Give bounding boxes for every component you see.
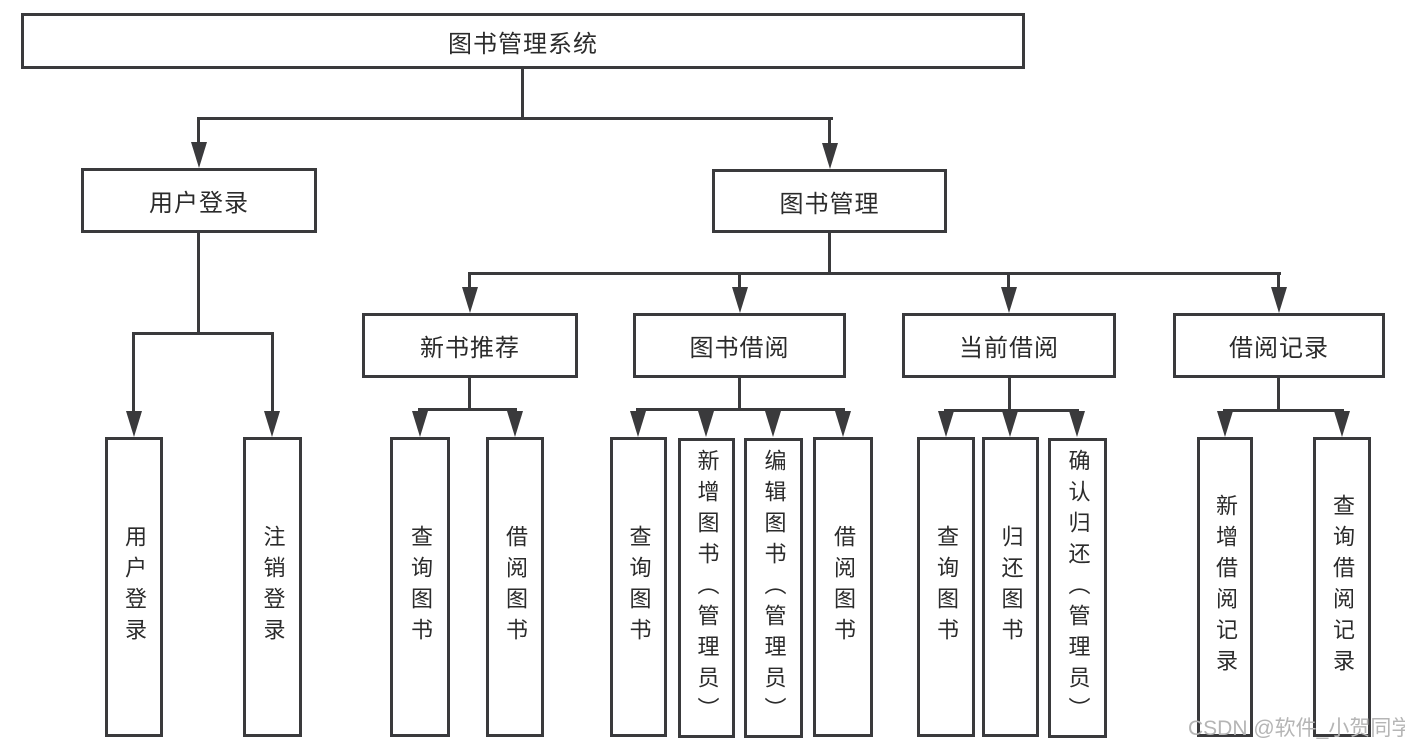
arrow-down-icon [1334,411,1350,437]
connector-line [1277,378,1280,412]
connector-line [197,117,833,120]
arrow-down-icon [1001,287,1017,313]
arrow-down-icon [1217,411,1233,437]
connector-line [944,409,1079,412]
arrow-down-icon [765,411,781,437]
leaf-borrow-edit-books-admin: 编辑图书（管理员） [744,438,803,738]
leaf-label: 编辑图书（管理员） [761,448,787,728]
connector-line [1007,272,1010,289]
leaf-newbook-borrow-books: 借阅图书 [486,437,544,737]
connector-line [636,408,845,411]
connector-line [468,272,1281,275]
leaf-borrow-add-books-admin: 新增图书（管理员） [678,438,735,738]
arrow-down-icon [462,287,478,313]
leaf-label: 归还图书 [998,525,1024,649]
connector-line [468,378,471,411]
connector-line [828,233,831,275]
leaf-borrow-borrow-books: 借阅图书 [813,437,873,737]
arrow-down-icon [507,411,523,437]
leaf-label: 新增借阅记录 [1213,494,1238,680]
leaf-records-add-record: 新增借阅记录 [1197,437,1253,737]
leaf-label: 确认归还（管理员） [1065,448,1091,728]
arrow-down-icon [732,287,748,313]
connector-line [1277,272,1280,289]
watermark-text: CSDN @软件_小贺同学 [1188,717,1405,740]
connector-line [271,332,274,413]
connector-line [132,332,274,335]
leaf-label: 用户登录 [122,525,147,649]
leaf-label: 查询图书 [408,525,433,649]
node-user-login: 用户登录 [81,168,317,233]
leaf-label: 借阅图书 [831,525,856,649]
leaf-newbook-query-books: 查询图书 [390,437,450,737]
leaf-label: 注销登录 [260,525,286,649]
node-book-management: 图书管理 [712,169,947,233]
arrow-down-icon [126,411,142,437]
connector-line [1223,409,1344,412]
leaf-current-return-books: 归还图书 [982,437,1039,737]
arrow-down-icon [1069,411,1085,437]
arrow-down-icon [1002,411,1018,437]
connector-line [197,117,200,144]
arrow-down-icon [938,411,954,437]
leaf-label: 新增图书（管理员） [694,448,720,728]
connector-line [828,117,831,144]
node-borrow-records: 借阅记录 [1173,313,1385,378]
arrow-down-icon [264,411,280,437]
arrow-down-icon [1271,287,1287,313]
leaf-label: 查询图书 [626,525,652,649]
connector-line [1008,378,1011,412]
arrow-down-icon [835,411,851,437]
connector-line [418,408,517,411]
leaf-current-confirm-return-admin: 确认归还（管理员） [1048,438,1107,738]
connector-line [521,69,524,120]
connector-line [197,233,200,335]
leaf-logout: 注销登录 [243,437,302,737]
leaf-current-query-books: 查询图书 [917,437,975,737]
leaf-records-query-record: 查询借阅记录 [1313,437,1371,737]
connector-line [132,332,135,413]
node-current-borrow: 当前借阅 [902,313,1116,378]
leaf-label: 查询借阅记录 [1330,494,1355,680]
arrow-down-icon [630,411,646,437]
node-new-book-recommend: 新书推荐 [362,313,578,378]
leaf-user-login: 用户登录 [105,437,163,737]
node-book-system: 图书管理系统 [21,13,1025,69]
node-book-borrow: 图书借阅 [633,313,846,378]
connector-line [738,272,741,289]
arrow-down-icon [822,143,838,169]
connector-line [468,272,471,289]
arrow-down-icon [698,411,714,437]
leaf-label: 借阅图书 [503,525,528,649]
connector-line [738,378,741,411]
leaf-label: 查询图书 [934,525,959,649]
leaf-borrow-query-books: 查询图书 [610,437,667,737]
arrow-down-icon [412,411,428,437]
arrow-down-icon [191,142,207,168]
